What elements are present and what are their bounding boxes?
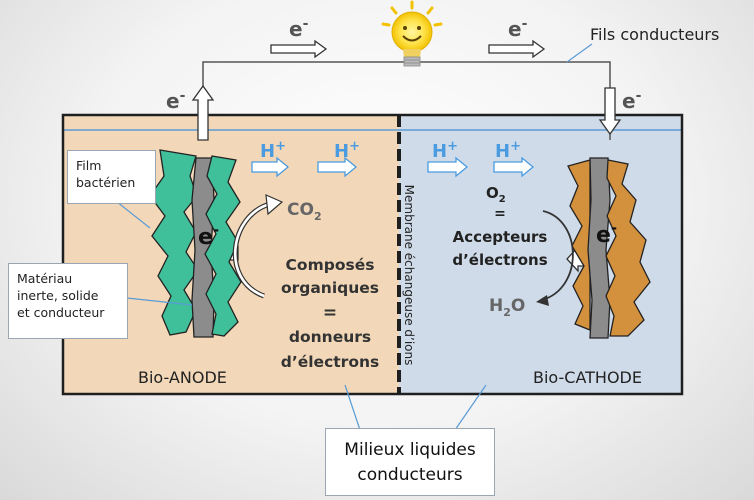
milieux-callout: Milieux liquides conducteurs xyxy=(325,428,495,496)
film-bacterien-callout: Film bactérien xyxy=(67,150,156,204)
film-label-line-2: bactérien xyxy=(76,175,136,190)
co2-label: CO2 xyxy=(287,200,322,223)
o2-equals: = xyxy=(494,206,506,222)
h2o-label: H2O xyxy=(489,296,525,319)
electron-label-anode: e- xyxy=(198,221,219,250)
wire-label: Fils conducteurs xyxy=(590,25,719,44)
light-bulb-icon xyxy=(381,0,443,67)
materiau-label-pointer xyxy=(126,297,193,306)
milieux-label-pointer-right xyxy=(454,384,487,431)
electron-label-cathode-in: e- xyxy=(622,88,642,113)
proton-label-2: H+ xyxy=(334,139,360,162)
electron-label-anode-out: e- xyxy=(166,88,186,113)
cathode-biofilm-right xyxy=(605,159,651,337)
bio-cathode-electrode xyxy=(567,157,651,339)
proton-label-3: H+ xyxy=(432,139,458,162)
tank-outline xyxy=(61,113,684,396)
bio-cathode-label: Bio-CATHODE xyxy=(533,368,642,387)
milieux-label-line-1: Milieux liquides xyxy=(344,440,476,460)
bio-anode-electrode xyxy=(149,149,242,338)
o2-label: O2 xyxy=(486,184,506,205)
electron-label-wire-right: e- xyxy=(508,16,528,41)
materiau-callout: Matériau inerte, solide et conducteur xyxy=(8,263,128,339)
milieux-label-pointer-left xyxy=(344,384,361,431)
composes-line-2: organiques xyxy=(281,279,379,297)
film-label-line-1: Film xyxy=(76,158,102,173)
cathode-electrode-core xyxy=(587,157,611,339)
curved-reaction-arrow-icon xyxy=(232,194,574,306)
membrane-label: Membrane échangeuse d’ions xyxy=(402,185,416,366)
proton-label-1: H+ xyxy=(260,139,286,162)
proton-flow-arrow-icon xyxy=(251,156,535,178)
proton-label-4: H+ xyxy=(495,139,521,162)
anode-biofilm-right xyxy=(204,155,242,337)
accepteurs-line-2: d’électrons xyxy=(452,251,547,269)
materiau-label-line-2: inerte, solide xyxy=(17,288,99,303)
milieux-label-line-2: conducteurs xyxy=(357,465,463,485)
composes-line-1: Composés xyxy=(286,256,375,274)
composes-line-3: donneurs xyxy=(289,328,371,346)
composes-line-4: d’électrons xyxy=(281,353,379,371)
electron-label-cathode: e- xyxy=(596,219,617,248)
accepteurs-line-1: Accepteurs xyxy=(453,228,548,246)
materiau-label-line-3: et conducteur xyxy=(17,305,105,320)
composes-equals: = xyxy=(323,303,337,323)
cathode-biofilm-left xyxy=(567,159,591,331)
electron-label-wire-left: e- xyxy=(289,16,309,41)
wire-label-pointer xyxy=(566,43,593,63)
bio-anode-label: Bio-ANODE xyxy=(138,368,227,387)
materiau-label-line-1: Matériau xyxy=(17,271,73,286)
